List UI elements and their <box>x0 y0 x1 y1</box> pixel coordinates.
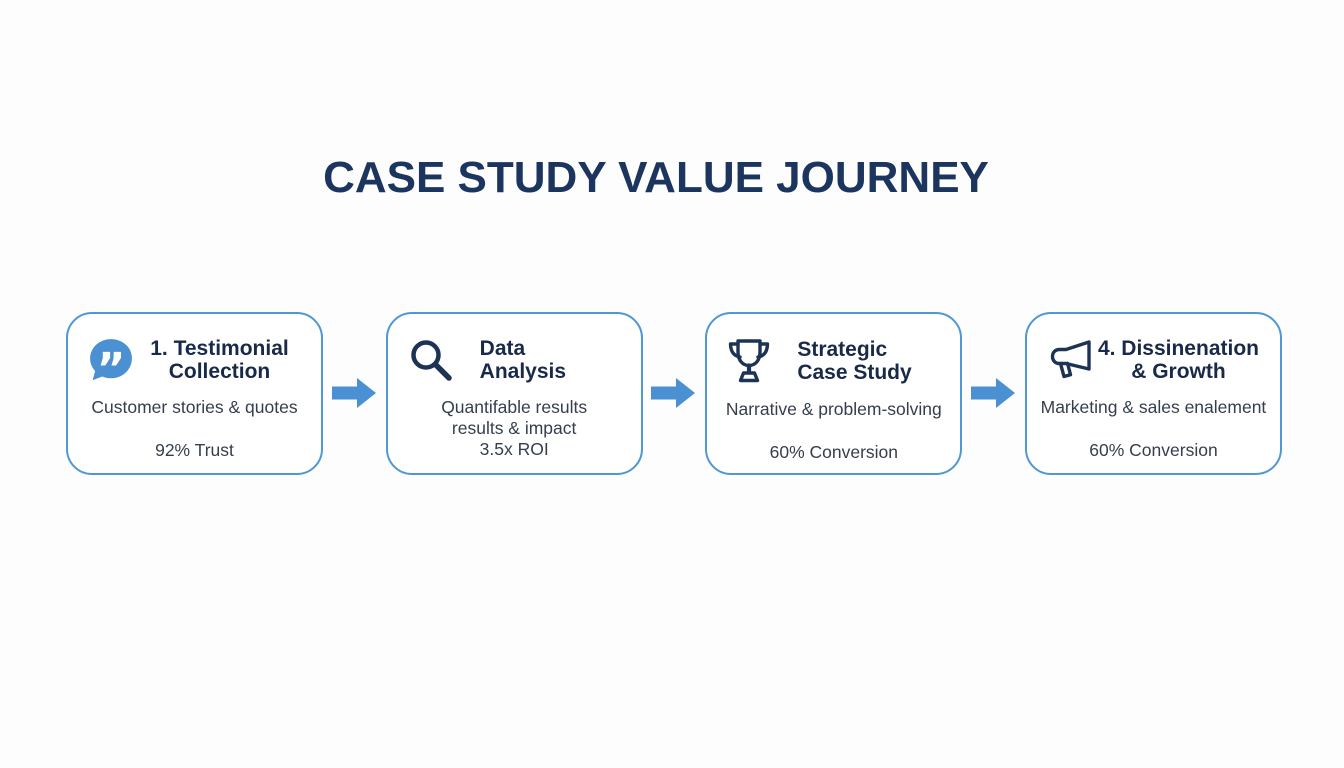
card-description-line: 3.5x ROI <box>479 439 549 459</box>
card-data-analysis: Data Analysis Quantifable results result… <box>385 312 643 475</box>
card-heading: Strategic Case Study <box>771 338 944 384</box>
card-header: ” 1. Testimonial Collection <box>88 336 305 384</box>
page-title: CASE STUDY VALUE JOURNEY <box>323 153 989 202</box>
card-stat: 92% Trust <box>155 440 234 460</box>
card-description: Marketing & sales enalement <box>1027 397 1280 418</box>
svg-text:”: ” <box>97 344 126 383</box>
card-description: Narrative & problem-solving <box>707 399 960 420</box>
card-heading-line2: & Growth <box>1131 360 1226 383</box>
card-heading-line2: Analysis <box>479 360 567 383</box>
card-heading-line1: 1. Testimonial <box>150 337 289 360</box>
card-heading-line1: 4. Dissinenation <box>1097 337 1259 360</box>
right-arrow-icon <box>331 375 377 411</box>
card-strategic-case-study: Strategic Case Study Narrative & problem… <box>705 312 963 475</box>
card-description-line: results & impact <box>451 418 577 438</box>
card-heading-line1: Data <box>479 337 526 360</box>
card-heading-line2: Case Study <box>797 361 912 384</box>
card-header: Data Analysis <box>408 336 625 384</box>
quote-icon: ” <box>88 337 134 383</box>
card-header: 4. Dissinenation & Growth <box>1047 336 1264 384</box>
card-header: Strategic Case Study <box>727 336 944 386</box>
trophy-icon <box>727 336 771 386</box>
right-arrow-icon <box>971 375 1016 411</box>
card-heading: Data Analysis <box>454 337 625 383</box>
magnifier-icon <box>408 337 454 383</box>
card-testimonial-collection: ” 1. Testimonial Collection Customer sto… <box>66 312 323 475</box>
card-heading-line1: Strategic <box>797 338 888 361</box>
journey-flow: ” 1. Testimonial Collection Customer sto… <box>66 312 1282 475</box>
card-stat: 60% Conversion <box>1089 440 1218 460</box>
card-description-line: Marketing & sales enalement <box>1040 397 1267 417</box>
right-arrow-icon <box>651 375 696 411</box>
card-description-line: Narrative & problem-solving <box>725 399 942 419</box>
card-stat: 60% Conversion <box>769 442 899 462</box>
card-description-line: Quantifable results <box>441 397 588 417</box>
card-heading-line2: Collection <box>168 360 271 383</box>
card-heading: 1. Testimonial Collection <box>134 337 305 383</box>
card-heading: 4. Dissinenation & Growth <box>1093 337 1264 383</box>
card-description: Quantifable results results & impact 3.5… <box>388 397 641 460</box>
card-description-line: Customer stories & quotes <box>91 397 298 417</box>
card-dissemination-growth: 4. Dissinenation & Growth Marketing & sa… <box>1024 312 1282 475</box>
card-description: Customer stories & quotes <box>68 397 321 418</box>
megaphone-icon <box>1047 339 1093 381</box>
